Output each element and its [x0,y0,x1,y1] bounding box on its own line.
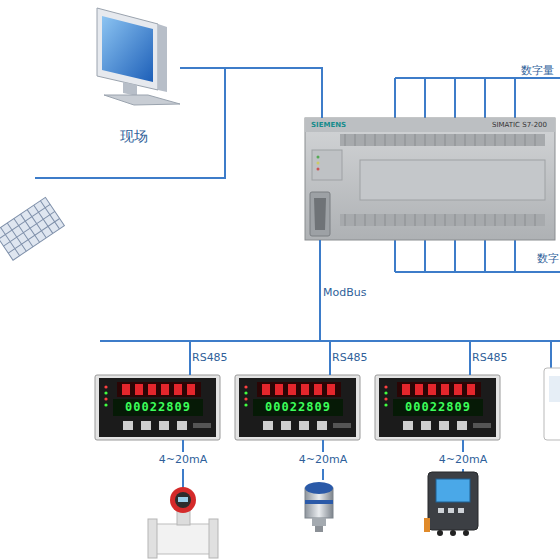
digital-input-wires [395,78,560,118]
flowmeter-icon [148,487,218,558]
monitor-screen [102,16,153,82]
bus-connector [320,240,330,375]
status-led [317,168,320,171]
model-label: SIMATIC S7-200 [492,121,547,129]
meter-node: 00022809 [375,375,500,440]
plc-body [305,118,555,240]
signal-label: 4~20mA [159,453,207,466]
counter-reading: 00022809 [393,400,483,414]
transmitter-nut [312,518,326,526]
bus-drop [550,341,552,368]
signal-label: 数字量 [521,63,554,78]
edge-label: RS485 [332,351,368,364]
cable-gland [450,530,456,536]
plc-top-strip [305,118,555,132]
panel-meter [235,375,360,440]
terminal-row [340,214,545,226]
signal-label: 数字 [537,251,559,266]
bus-connector [320,240,470,375]
monitor-frame [97,8,158,90]
bus-connector [180,68,322,118]
plc-case [305,118,555,240]
ultrasonic-bracket [424,518,430,532]
cable-gland [437,530,443,536]
plc-node: SIEMENS SIMATIC S7-200 [305,118,555,240]
monitor-base [104,95,180,105]
meter-node: 00022809 [235,375,360,440]
terminal-row [340,134,545,146]
pipe-flange [148,519,157,558]
transmitter-thread [315,526,323,532]
signal-label: ModBus [323,286,366,299]
flowmeter-head [170,487,196,513]
brand-label: SIEMENS [311,121,346,129]
panel-meter [95,375,220,440]
db9-socket [314,198,326,230]
workstation-node: 现场 [88,4,180,152]
ultrasonic-screen [436,479,470,502]
terminal-screws [345,214,535,226]
keyboard-keys [0,197,64,260]
digital-output-wires [395,240,560,272]
status-led [317,162,320,165]
edge-label: RS485 [192,351,228,364]
keyboard-icon [0,197,64,260]
transmitter-cap [305,482,333,494]
meter-node: 00022809 [95,375,220,440]
monitor-side [158,24,167,92]
counter-reading: 00022809 [253,400,343,414]
node-caption: 现场 [88,128,180,146]
plc-cover [360,160,545,200]
panel-meter [375,375,500,440]
pressure-transmitter-icon [305,482,333,532]
cable-gland [463,530,469,536]
pipe-body [152,524,214,554]
pipe-flange [209,519,218,558]
keyboard-body [0,197,64,260]
transmitter-band [305,500,333,504]
ultrasonic-button [438,508,444,513]
partial-device [544,368,560,440]
ultrasonic-meter-icon [424,472,478,536]
status-led [317,156,320,159]
flowmeter-dial [175,492,191,508]
terminal-screws [345,134,535,146]
ultrasonic-button [448,508,454,513]
signal-label: 4~20mA [439,453,487,466]
edge-label: RS485 [472,351,508,364]
flowmeter-display [178,497,188,502]
monitor-icon [97,8,180,105]
network-wire [35,68,225,178]
counter-reading: 00022809 [113,400,203,414]
partial-device-screen [549,376,560,402]
bus-connector [190,240,320,375]
status-panel [312,150,342,180]
signal-label: 4~20mA [299,453,347,466]
ultrasonic-case [428,472,478,530]
db9-port [310,192,330,236]
monitor-neck [123,82,137,96]
ultrasonic-button [458,508,464,513]
